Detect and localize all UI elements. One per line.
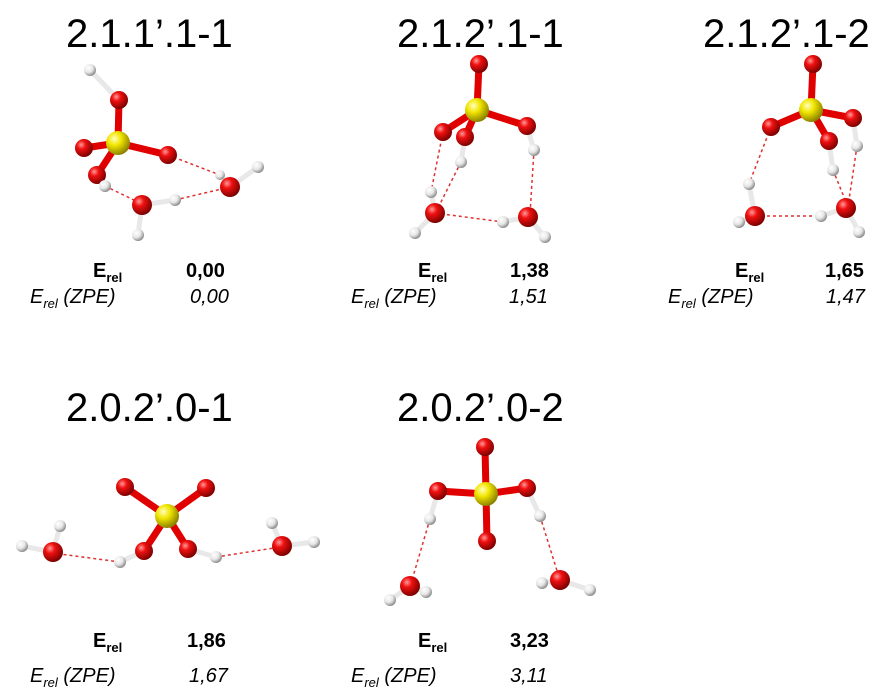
energy-label: Erel — [418, 630, 448, 655]
energy-value: 0,00 — [186, 260, 225, 282]
zpe-energy-label: Erel (ZPE) — [30, 286, 116, 311]
molecule-diagram — [733, 55, 865, 238]
structure-title: 2.1.2’.1-1 — [397, 12, 564, 56]
molecule-diagram — [16, 478, 320, 568]
zpe-energy-value: 3,11 — [510, 665, 548, 687]
structure-title: 2.0.2’.0-2 — [397, 386, 564, 430]
zpe-energy-value: 1,51 — [509, 286, 548, 308]
energy-label: Erel — [735, 260, 765, 285]
structure-title: 2.0.2’.0-1 — [66, 386, 233, 430]
energy-label: Erel — [93, 260, 123, 285]
energy-value: 3,23 — [510, 630, 549, 652]
zpe-energy-value: 1,67 — [189, 665, 228, 687]
zpe-energy-label: Erel (ZPE) — [351, 286, 437, 311]
molecule-diagram — [409, 55, 551, 243]
molecule-diagram — [75, 64, 264, 241]
energy-value: 1,86 — [187, 630, 226, 652]
energy-label: Erel — [418, 260, 448, 285]
zpe-energy-value: 1,47 — [826, 286, 865, 308]
structure-title: 2.1.2’.1-2 — [703, 12, 870, 56]
zpe-energy-label: Erel (ZPE) — [668, 286, 754, 311]
structure-title: 2.1.1’.1-1 — [66, 12, 233, 56]
zpe-energy-label: Erel (ZPE) — [30, 665, 116, 690]
energy-value: 1,38 — [510, 260, 549, 282]
energy-label: Erel — [93, 630, 123, 655]
zpe-energy-value: 0,00 — [190, 286, 229, 308]
molecule-diagram — [384, 438, 596, 606]
energy-value: 1,65 — [825, 260, 864, 282]
zpe-energy-label: Erel (ZPE) — [351, 665, 437, 690]
